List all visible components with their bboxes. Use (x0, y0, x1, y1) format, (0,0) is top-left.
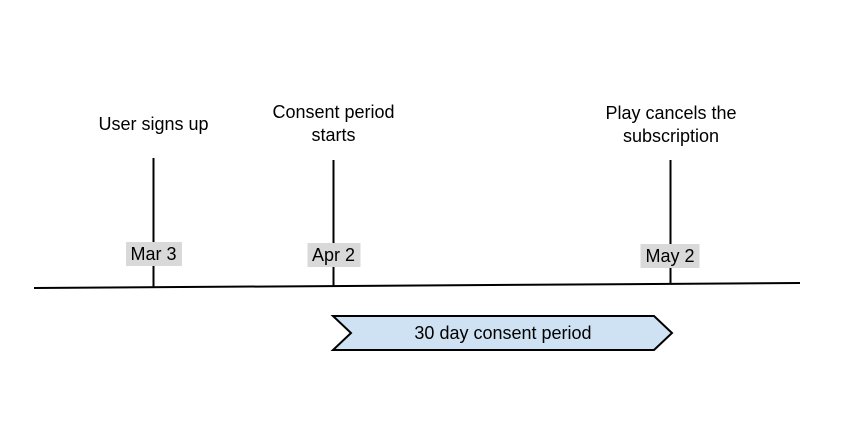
timeline-axis-line (33, 282, 801, 289)
event-label-consent-period-starts: Consent period starts (272, 102, 395, 145)
consent-period-chevron-shape (330, 315, 674, 351)
event-date-badge-may2: May 2 (640, 244, 700, 268)
event-label-user-signs-up: User signs up (98, 114, 209, 134)
event-date-badge-apr2: Apr 2 (306, 243, 361, 267)
event-label-play-cancels-subscription: Play cancels the subscription (605, 103, 737, 146)
consent-period-banner-label: 30 day consent period (414, 323, 592, 343)
event-date-badge-mar3: Mar 3 (125, 242, 182, 266)
